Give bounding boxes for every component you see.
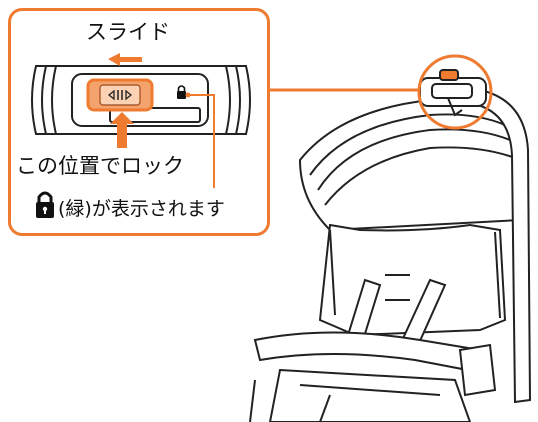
indicator-leader-line	[188, 94, 215, 188]
lock-detail-illustration	[31, 53, 251, 218]
lock-icon	[36, 191, 54, 218]
slide-knob[interactable]	[86, 78, 154, 112]
detail-highlight-circle	[417, 54, 493, 130]
lock-indicator-icon	[177, 85, 186, 99]
slide-label: スライド	[86, 20, 170, 44]
lock-shown-label: (緑)が表示されます	[58, 198, 225, 220]
arrow-up-icon	[110, 112, 134, 148]
lock-position-label: この位置でロック	[16, 154, 184, 178]
stroller-body	[249, 88, 532, 422]
arrow-left-icon	[108, 53, 142, 66]
handle-lock-small	[419, 69, 487, 117]
